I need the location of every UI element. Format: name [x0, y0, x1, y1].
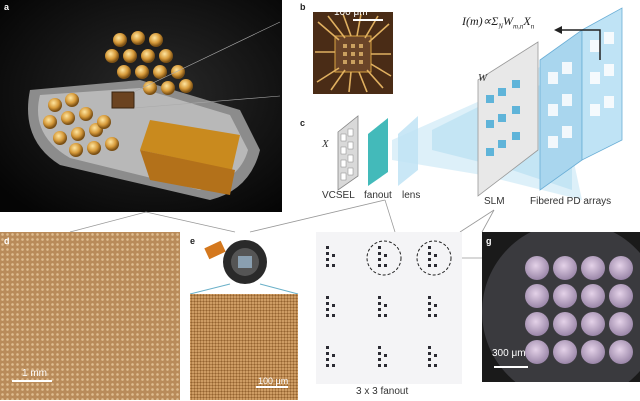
label-lens: lens: [402, 190, 421, 201]
panel-g-fiber-bundle: [482, 232, 640, 382]
label-fanout: fanout: [364, 190, 392, 201]
scale-text-e: 100 μm: [258, 376, 289, 386]
panel-d-micrograph: [0, 232, 180, 400]
label-pd-arrays: Fibered PD arrays: [530, 196, 612, 207]
fanout-caption: 3 x 3 fanout: [356, 386, 409, 397]
schematic-diagram: [337, 7, 623, 200]
formula-sub-n: N: [498, 22, 504, 31]
lens-element: [398, 116, 418, 186]
formula-x: X: [523, 14, 531, 28]
highlight-circle: [416, 240, 452, 276]
formula-sub-mn: m,n: [513, 22, 524, 31]
formula-sub-xn: n: [530, 22, 535, 31]
x-label: X: [322, 138, 329, 150]
fiber-bundle-illustration: [482, 232, 640, 382]
slm-element: [477, 41, 539, 197]
scale-bar-b: [353, 19, 383, 21]
label-slm: SLM: [484, 196, 505, 207]
scale-text-b: 100 μm: [334, 7, 368, 18]
scale-text-g: 300 μm: [492, 348, 526, 359]
fanout-element: [368, 118, 388, 186]
pd-arrays: [539, 7, 623, 191]
scale-bar-e: [256, 386, 288, 388]
formula-w: W: [503, 14, 514, 28]
panel-label-g: g: [486, 236, 492, 246]
gold-pins-top: [105, 31, 193, 95]
highlight-circle: [366, 240, 402, 276]
scale-bar-d: [12, 380, 52, 382]
vcsel-array: [337, 115, 359, 191]
packaged-device-illustration: [0, 0, 282, 212]
panel-a-photo: a: [0, 0, 282, 212]
gold-pins-left: [43, 93, 119, 157]
scale-text-d: 1 mm: [22, 368, 47, 379]
panel-label-b: b: [300, 2, 306, 12]
panel-label-d: d: [4, 236, 10, 246]
w-label: W: [478, 72, 488, 84]
panel-label-c: c: [300, 118, 306, 128]
output-arrow: [562, 29, 601, 60]
chip-wirebond-illustration: [313, 12, 393, 94]
panel-label-e: e: [190, 236, 196, 246]
label-vcsel: VCSEL: [322, 190, 355, 201]
panel-b-micrograph: [313, 12, 393, 94]
vcsel-package-illustration: [190, 240, 299, 294]
panel-label-a: a: [4, 2, 10, 12]
scale-bar-g: [494, 366, 528, 368]
panel-f-spot-image: [316, 232, 462, 384]
panel-e-micrograph: [190, 294, 298, 400]
fanout-spots: [326, 240, 452, 367]
formula: I(m)∝ΣNWm,nXn: [462, 14, 534, 30]
formula-lhs: I(m)∝Σ: [462, 14, 499, 28]
